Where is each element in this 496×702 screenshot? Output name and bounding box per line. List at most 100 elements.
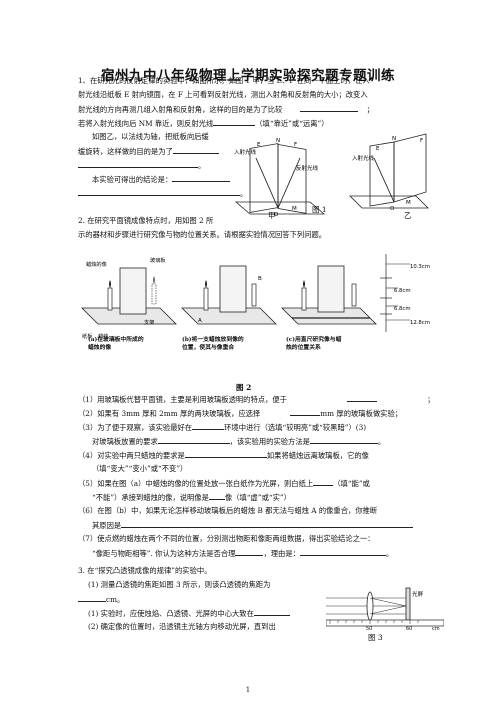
q2-item-3b: 对玻璃板放置的要求，该实验用的实验方法是。: [92, 434, 385, 449]
blank[interactable]: [208, 490, 225, 500]
q2-item-2: （2）如果有 3mm 厚和 2mm 厚的两块玻璃板，应选择 mm 厚的玻璃板做实验…: [78, 406, 402, 421]
figure-2-panel-c: [281, 265, 377, 325]
blank[interactable]: [299, 546, 386, 556]
q2-item-7: （7）使点燃的蜡烛在两个不同的位置，分别测出物距和像距两组数据，得出实验结论之一…: [78, 534, 375, 543]
fig3-tick-60: 60: [406, 626, 412, 630]
page-number: 1: [245, 686, 251, 694]
q2-item-4-tail: 如果将蜡烛远离玻璃板，它的像: [266, 451, 369, 460]
q2-item-2-text: （2）如果有 3mm 厚和 2mm 厚的两块玻璃板，应选择: [78, 409, 261, 418]
fig1-label-f-yi: F: [420, 138, 423, 144]
blank[interactable]: [309, 434, 378, 444]
blank[interactable]: [78, 186, 240, 196]
q2-item-4: （4）对实验中两只蜡烛的要求是 如果将蜡烛远离玻璃板，它的像: [78, 448, 369, 463]
q2-item-5-tail: （填“能”或: [333, 479, 370, 488]
figure-1-jia: 入射光线 反射光线 E N F O M: [234, 138, 326, 218]
q1-line-3-text: 射光线的方向再测几组入射角和反射角，这样的目的是为了比较: [78, 105, 283, 114]
fig3-caption: 图 3: [368, 633, 383, 642]
fig3-tick-50: 50: [366, 626, 372, 630]
q1-line-7-end: 。: [198, 161, 206, 170]
q1-line-4-hint: （填“靠近”或“远离”）: [255, 119, 329, 128]
figure-3: 光屏 50 60 cm: [326, 587, 444, 630]
blank[interactable]: [300, 102, 359, 112]
blank[interactable]: [157, 434, 230, 444]
blank[interactable]: [313, 476, 334, 486]
q1-line-8-text: 本实验可得出的结论是：: [92, 175, 173, 184]
q3-line-5: (2) 确定像的位置时，沿透镜主光轴方向移动光屏，直到出: [88, 622, 276, 631]
q2-item-5b: “不能”）承接到蜡烛的像，说明像是像（填“虚”或“实”）: [92, 490, 291, 505]
q2-item-5-text: （5）如果在图（a）中蜡烛的像的位置处放一张白纸作为光屏，则白纸上: [78, 479, 314, 488]
fig2-label-stand: 支架: [144, 318, 154, 326]
fig1-label-e-yi: E: [376, 146, 380, 152]
page-title: 宿州九中八年级物理上学期实验探究题专题训练: [101, 68, 395, 84]
q3-line-4: (1) 实验时，应使烛焰、凸透镜、光屏的中心大致在: [88, 606, 290, 621]
figure-1-yi: 入射光线 E N F O M: [349, 133, 429, 212]
q2-item-7b: “像距与物距相等”. 你认为这种方法是否合理，理由是：。: [92, 546, 393, 561]
fig1-label-o: O: [274, 212, 279, 218]
blank[interactable]: [78, 158, 198, 168]
blank[interactable]: [78, 592, 106, 602]
fig2-label-glass: 玻璃板: [150, 256, 166, 264]
q2-item-3: （3）为了便于观察，该实验最好在 环境中进行（选填“较明亮”或“较黑暗”）(3): [78, 420, 366, 435]
q1-line-1: 1、在研究光的反射定律的实验中，如图所示。如图 1 甲，当 E、F 在同一平面上…: [78, 76, 370, 85]
q2-item-4-text: （4）对实验中两只蜡烛的要求是: [78, 451, 185, 460]
q2-item-5: （5）如果在图（a）中蜡烛的像的位置处放一张白纸作为光屏，则白纸上 （填“能”或: [78, 476, 370, 491]
blank[interactable]: [172, 172, 231, 182]
q2-item-3-tail: 环境中进行（选填“较明亮”或“较黑暗”）(3): [224, 423, 367, 432]
fig3-label-screen: 光屏: [412, 590, 424, 598]
q2-item-3b-tail: ，该实验用的实验方法是: [229, 437, 310, 446]
q2-item-3-text: （3）为了便于观察，该实验最好在: [78, 423, 193, 432]
q1-line-6: 缓旋转，这样做的目的是为了: [78, 144, 219, 159]
fig1-label-f: F: [294, 142, 297, 148]
fig2-measure-2: 6.8cm: [394, 288, 411, 294]
fig2-label-paper: 纸板: [82, 332, 93, 340]
q2-item-6b-text: 其原因是: [92, 521, 122, 530]
fig1-label-reflect: 反射光线: [296, 164, 319, 172]
q2-item-1: （1）用玻璃板代替平面镜，主要是利用玻璃板透明的特点，便于 ；: [78, 392, 435, 407]
blank[interactable]: [213, 116, 256, 126]
q3-line-2: (1) 测量凸透镜的焦距如图 3 所示，则该凸透镜的焦距为: [88, 580, 271, 589]
q1-line-9: 。: [78, 186, 247, 201]
blank[interactable]: [121, 518, 414, 528]
blank[interactable]: [346, 392, 377, 402]
fig1-label-jia: 甲: [268, 211, 276, 220]
q1-line-4-text: 若将入射光线向后 NM 靠近，则反射光线: [78, 119, 214, 128]
q2-intro-2: 示的器材和步骤进行研究像与物的位置关系。请根据实验情况回答下列问题。: [78, 230, 327, 239]
q2-item-4b-text: （填“变大”“变小”或“不变”）: [92, 464, 188, 473]
q3-line-1: 3. 在“探究凸透镜成像的规律”的实验中。: [78, 566, 212, 575]
q1-line-4: 若将入射光线向后 NM 靠近，则反射光线 （填“靠近”或“远离”）: [78, 116, 329, 131]
q1-line-7: 。: [78, 158, 205, 173]
q3-line-3: cm。: [78, 592, 124, 607]
q2-item-3b-end: 。: [377, 437, 386, 446]
fig1-label-m: M: [292, 206, 297, 212]
fig2-measure-1: 10.3cm: [410, 264, 430, 270]
blank[interactable]: [192, 420, 225, 430]
q2-item-2-tail: mm 厚的玻璃板做实验；: [320, 409, 403, 418]
fig2-label-image: 蜡烛的像: [86, 260, 108, 268]
fig1-label-m-yi: M: [406, 200, 411, 206]
blank[interactable]: [172, 144, 219, 154]
q2-item-5b-tail: 像（填“虚”或“实”）: [224, 493, 291, 502]
fig2-panel-a-label: (a)在玻璃板中所成的蜡烛的像: [88, 337, 144, 351]
q2-item-7b-tail: ，理由是：: [263, 549, 300, 558]
q2-intro-1: 2. 在研究平面镜成像特点时，用如图 2 所: [78, 216, 214, 225]
q1-line-6-text: 缓旋转，这样做的目的是为了: [78, 147, 173, 156]
blank[interactable]: [235, 546, 264, 556]
figure-1: 入射光线 反射光线 E N F O M 入射光线 E N F O M: [234, 133, 429, 218]
q1-semicolon: ；: [366, 105, 374, 114]
fig1-label-o-yi: O: [390, 206, 395, 212]
fig2-panel-b-label: (b)将一支蜡烛放到像的位置，使其与像重合: [182, 337, 244, 351]
blank[interactable]: [184, 448, 267, 458]
q2-item-6b: 其原因是: [92, 518, 414, 533]
q2-item-7b-end: 。: [385, 549, 394, 558]
fig1-label-incident-yi: 入射光线: [352, 154, 375, 162]
blank[interactable]: [290, 406, 321, 416]
fig3-tick-unit: cm: [432, 626, 440, 630]
q2-item-1-text: （1）用玻璃板代替平面镜，主要是利用玻璃板透明的特点，便于: [78, 395, 287, 404]
q1-line-8: 本实验可得出的结论是：: [92, 172, 231, 187]
figure-2-panel-a: 蜡烛的像 玻璃板 蜡烛 支架 纸板: [81, 256, 177, 340]
figure-2-panel-b: A B: [181, 265, 277, 325]
blank[interactable]: [253, 606, 290, 616]
fig1-label-incident: 入射光线: [234, 148, 257, 156]
fig2-caption: 图 2: [236, 383, 252, 392]
